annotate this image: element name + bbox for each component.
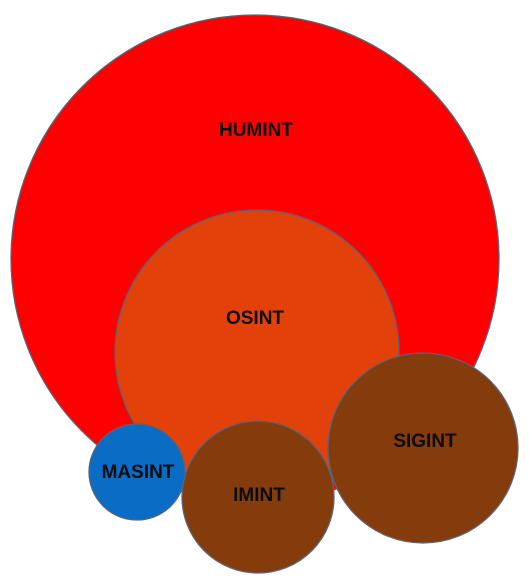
sigint-label: SIGINT [393, 431, 457, 452]
humint-label: HUMINT [219, 120, 293, 141]
osint-label: OSINT [226, 308, 284, 329]
imint-group: IMINT [181, 420, 335, 574]
masint-label: MASINT [102, 462, 175, 483]
imint-circle [181, 420, 335, 574]
sigint-group: SIGINT [327, 352, 519, 544]
sigint-circle [327, 352, 519, 544]
osint-group: OSINT [114, 209, 400, 495]
masint-circle [88, 423, 186, 521]
imint-label: IMINT [233, 485, 285, 506]
masint-group: MASINT [88, 423, 186, 521]
